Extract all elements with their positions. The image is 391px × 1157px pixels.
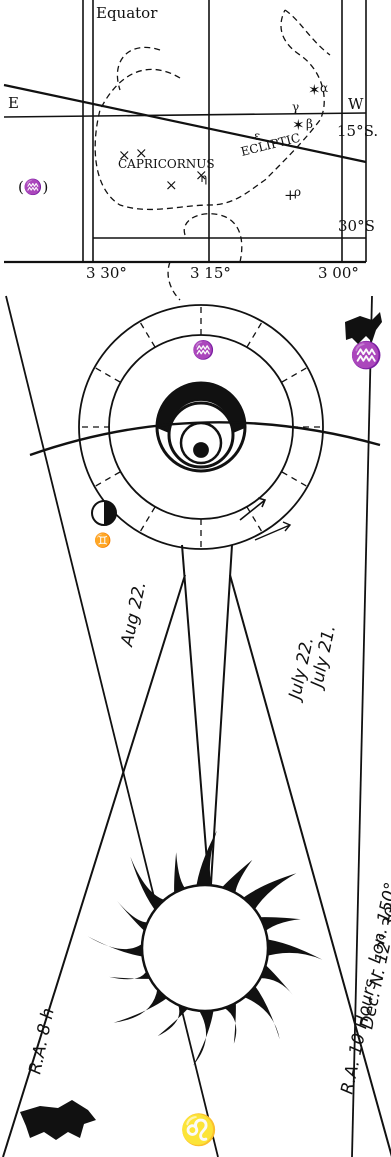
sun-icon <box>88 831 323 1066</box>
star-marker: × <box>165 176 178 194</box>
zodiac-symbol-capricornus: (♒) <box>18 178 48 196</box>
sun-disc <box>142 885 268 1011</box>
star-label-epsilon: ε <box>254 129 260 143</box>
middle-orbit <box>109 335 293 519</box>
central-body <box>194 443 208 457</box>
dec-30-label: 30°S <box>338 217 375 235</box>
orbit-arrow-2 <box>255 522 290 540</box>
star-marker: ✶ <box>308 81 321 99</box>
star-label-rho: ρ <box>294 185 301 199</box>
aquarius-side-symbol: ♒ <box>350 340 382 371</box>
earth-globe <box>92 501 116 525</box>
date-aug-22: Aug 22. <box>117 580 150 649</box>
ra-label-30: 3 30° <box>86 264 127 282</box>
sun-ray <box>196 831 217 891</box>
sun-ray <box>193 1005 214 1065</box>
ecliptic-label: ECLIPTIC <box>239 131 301 159</box>
star-label-beta: β <box>306 117 313 131</box>
earth-to-sun-right <box>210 545 232 900</box>
aquarius-symbol: ♒ <box>192 339 214 361</box>
east-label: E <box>8 94 19 112</box>
star-marker: × <box>135 144 148 162</box>
star-map <box>4 0 366 300</box>
sun-ray <box>262 939 322 960</box>
map-labels: Equator E W ECLIPTIC CAPRICORNUS (♒) 15°… <box>8 4 378 282</box>
constellation-outline-4 <box>168 262 180 300</box>
gemini-symbol: ♊ <box>94 532 111 549</box>
west-label: W <box>348 95 364 113</box>
sun-ray <box>88 936 148 957</box>
goat-figure-icon <box>345 312 382 344</box>
ra-left-label: R.A. 8 h <box>25 1006 58 1076</box>
earth-to-sun-left <box>182 545 210 900</box>
star-marker: ✶ <box>292 116 305 134</box>
lion-figure-icon <box>20 1100 96 1140</box>
ra-label-0: 3 00° <box>318 264 359 282</box>
star-label-gamma: γ <box>292 100 299 114</box>
equator-label: Equator <box>96 4 158 22</box>
constellation-outline-2 <box>117 47 160 90</box>
orbit-diagram <box>3 296 391 1157</box>
star-label-alpha: α <box>320 81 328 95</box>
dec-15-label: 15°S. <box>337 122 378 140</box>
ra-label-15: 3 15° <box>190 264 231 282</box>
star-label-eta: η <box>200 171 207 185</box>
star-marker: × <box>118 146 131 164</box>
leo-symbol: ♌ <box>180 1112 217 1148</box>
